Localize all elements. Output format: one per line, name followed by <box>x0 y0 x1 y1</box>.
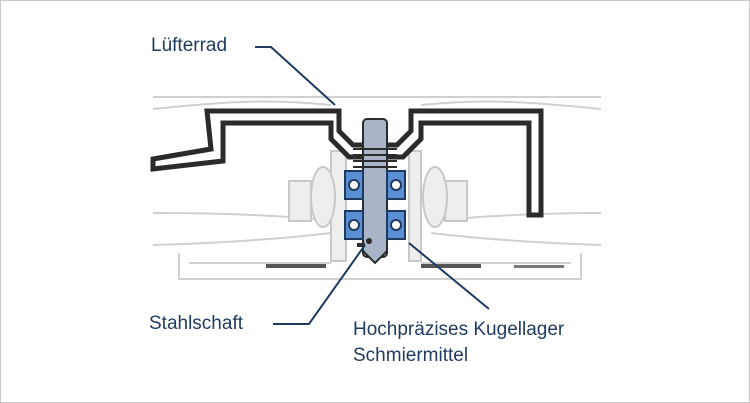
leader-line-fan-wheel <box>255 46 336 106</box>
ball-bearing-lower-left <box>344 210 364 240</box>
base-plate-right <box>421 264 481 268</box>
base-plate-edge <box>514 265 564 268</box>
lubricant-dot <box>366 238 372 244</box>
base-plate-left <box>266 264 326 268</box>
stator-block <box>288 150 468 262</box>
spring <box>353 148 397 168</box>
label-fan-wheel: Lüfterrad <box>151 35 228 56</box>
leader-line-steel-shaft <box>273 244 366 325</box>
label-steel-shaft: Stahlschaft <box>149 313 243 334</box>
steel-shaft <box>362 118 388 258</box>
retaining-clip <box>357 243 365 247</box>
label-precision-bearing: Hochpräzises Kugellager <box>353 319 565 340</box>
housing-outline <box>152 96 602 280</box>
ball-bearing-upper-right <box>386 170 406 200</box>
label-lubricant: Schmiermittel <box>353 345 469 366</box>
leader-line-precision-bearing <box>408 242 490 310</box>
ball-bearing-upper-left <box>344 170 364 200</box>
ball-bearing-lower-right <box>386 210 406 240</box>
